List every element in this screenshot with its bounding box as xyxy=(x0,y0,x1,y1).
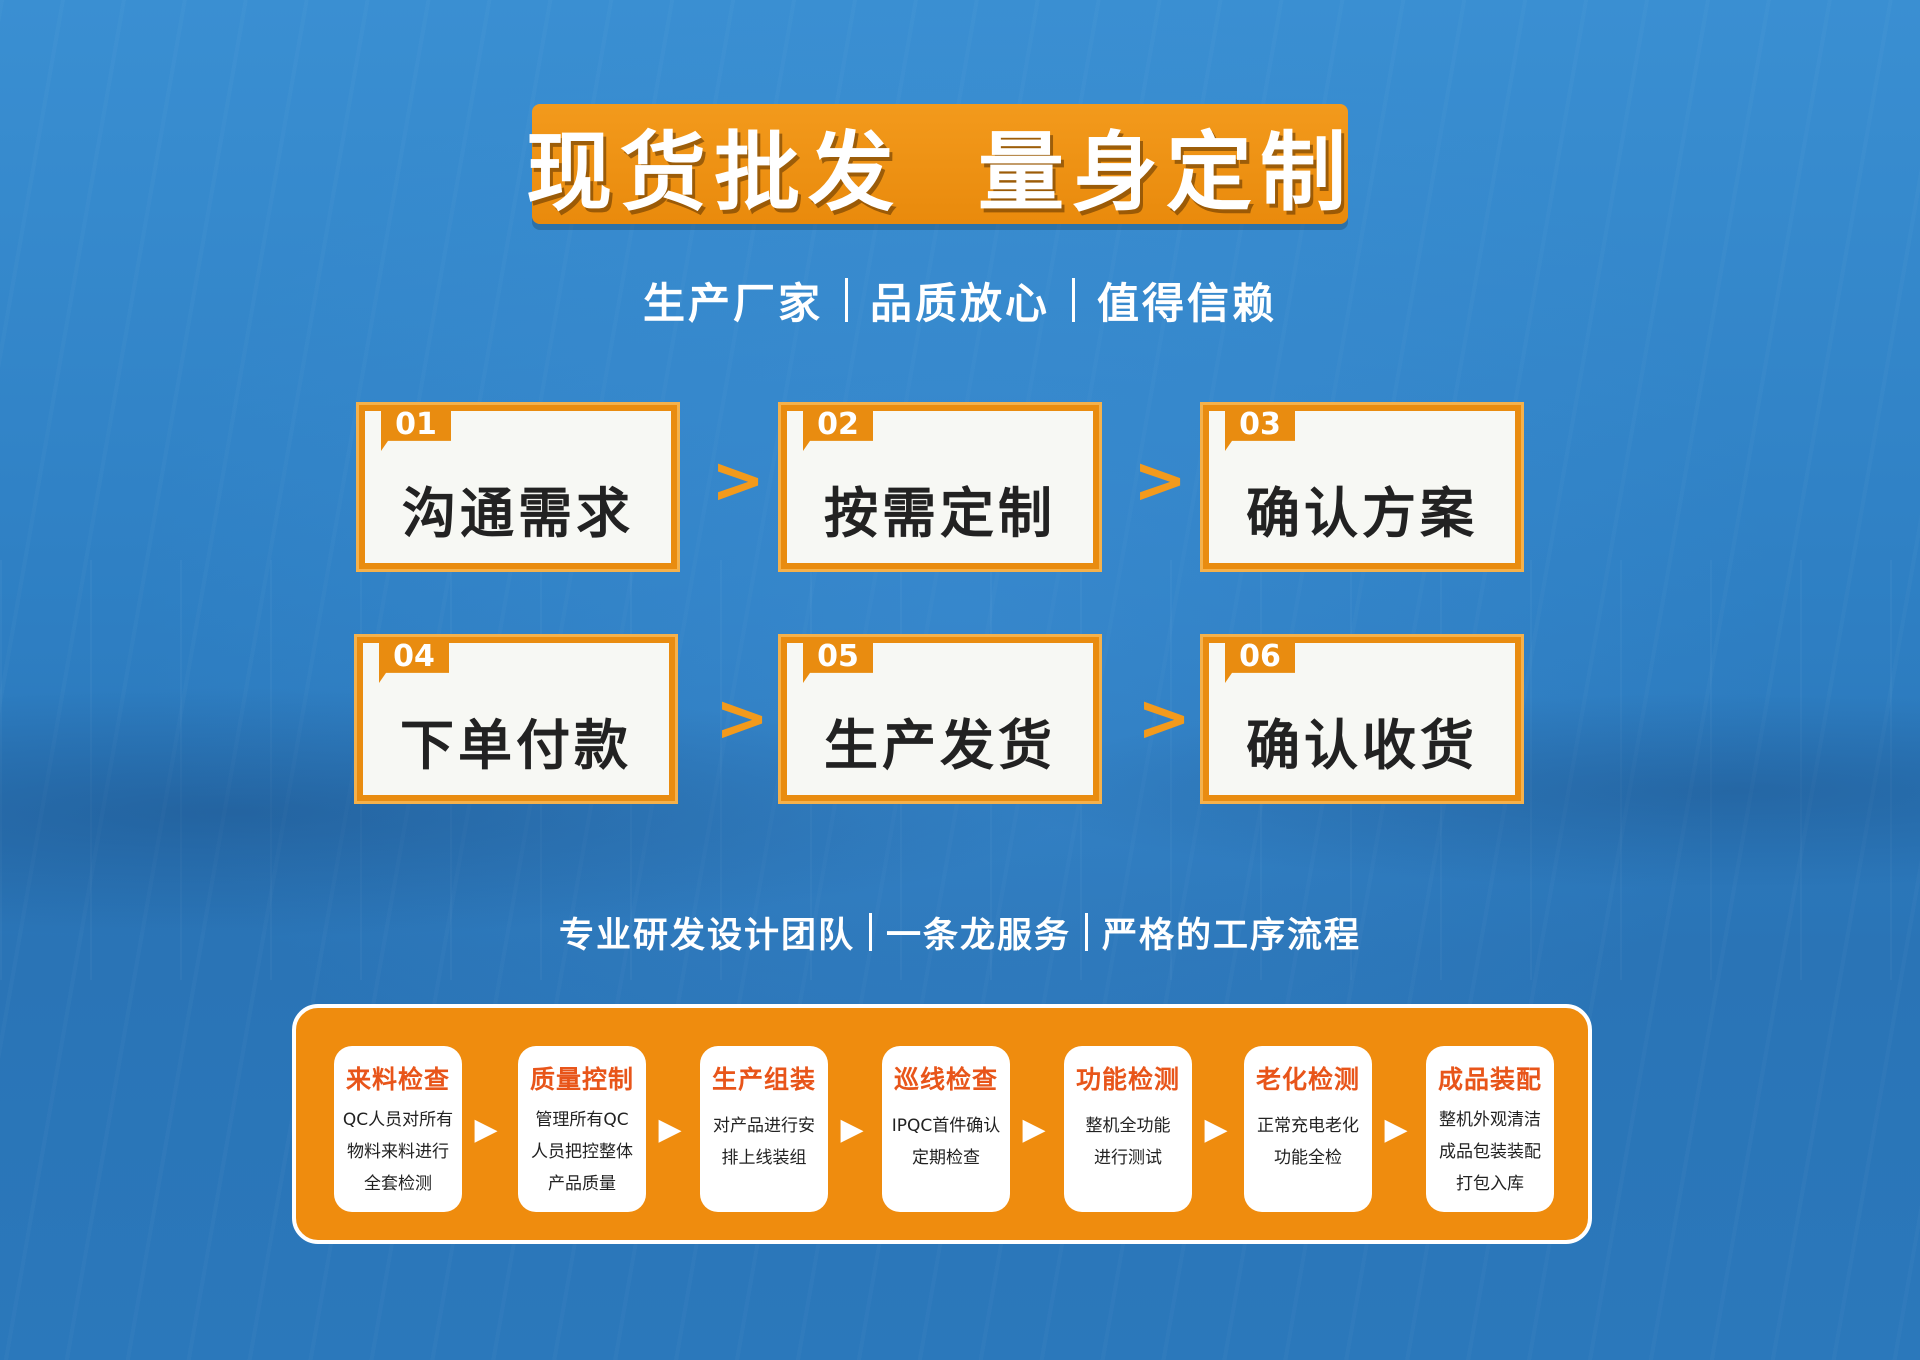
step-card-05: 05 生产发货 xyxy=(778,634,1102,804)
title-banner: 现货批发 量身定制 xyxy=(526,104,1348,224)
process-panel: 来料检查 QC人员对所有 物料来料进行 全套检测 ▶ 质量控制 管理所有QC 人… xyxy=(292,1004,1592,1244)
process-line: 人员把控整体 xyxy=(531,1142,633,1162)
process-arrow-icon: ▶ xyxy=(840,1112,864,1147)
process-arrow-icon: ▶ xyxy=(474,1112,498,1147)
process-description: 正常充电老化 功能全检 xyxy=(1244,1110,1372,1174)
tagline-item: 值得信赖 xyxy=(1097,278,1278,328)
process-line: IPQC首件确认 xyxy=(891,1116,1001,1136)
step-number-badge: 05 xyxy=(803,637,873,683)
process-line: 打包入库 xyxy=(1456,1174,1524,1194)
process-line: 进行测试 xyxy=(1094,1148,1162,1168)
process-description: 管理所有QC 人员把控整体 产品质量 xyxy=(518,1104,646,1200)
step-number-badge: 04 xyxy=(379,637,449,683)
tagline-divider xyxy=(1072,278,1075,322)
process-title: 成品装配 xyxy=(1437,1065,1542,1094)
process-title: 生产组装 xyxy=(711,1065,816,1094)
process-line: 整机全功能 xyxy=(1085,1116,1171,1136)
process-description: IPQC首件确认 定期检查 xyxy=(882,1110,1010,1174)
process-line: 全套检测 xyxy=(364,1174,432,1194)
step-arrow-icon: > xyxy=(711,444,765,518)
step-card-04: 04 下单付款 xyxy=(354,634,678,804)
sub-tagline-item: 严格的工序流程 xyxy=(1102,915,1362,956)
process-line: QC人员对所有 xyxy=(342,1110,454,1130)
sub-tagline: 专业研发设计团队 一条龙服务 严格的工序流程 xyxy=(0,904,1920,960)
step-card-03: 03 确认方案 xyxy=(1200,402,1524,572)
step-arrow-icon: > xyxy=(715,682,769,756)
process-line: 排上线装组 xyxy=(721,1148,807,1168)
process-line: 功能全检 xyxy=(1274,1148,1342,1168)
process-title: 来料检查 xyxy=(345,1065,450,1094)
sub-tagline-divider xyxy=(868,913,872,951)
process-card-final-assembly: 成品装配 整机外观清洁 成品包装装配 打包入库 xyxy=(1426,1046,1554,1212)
process-line: 产品质量 xyxy=(548,1174,616,1194)
process-line: 管理所有QC xyxy=(535,1110,629,1130)
step-arrow-icon: > xyxy=(1137,682,1191,756)
step-label: 按需定制 xyxy=(824,482,1056,545)
page-title: 现货批发 量身定制 xyxy=(526,122,1354,223)
process-description: 整机全功能 进行测试 xyxy=(1064,1110,1192,1174)
process-card-incoming-inspection: 来料检查 QC人员对所有 物料来料进行 全套检测 xyxy=(334,1046,462,1212)
step-number-badge: 03 xyxy=(1225,405,1295,451)
process-title: 老化检测 xyxy=(1255,1065,1360,1094)
step-card-06: 06 确认收货 xyxy=(1200,634,1524,804)
process-arrow-icon: ▶ xyxy=(658,1112,682,1147)
step-number-badge: 01 xyxy=(381,405,451,451)
step-label: 生产发货 xyxy=(824,714,1056,777)
tagline: 生产厂家 品质放心 值得信赖 xyxy=(0,270,1920,330)
process-card-assembly: 生产组装 对产品进行安 排上线装组 xyxy=(700,1046,828,1212)
step-arrow-icon: > xyxy=(1133,444,1187,518)
sub-tagline-item: 专业研发设计团队 xyxy=(558,915,855,956)
step-card-02: 02 按需定制 xyxy=(778,402,1102,572)
process-line: 对产品进行安 xyxy=(713,1116,815,1136)
process-card-function-test: 功能检测 整机全功能 进行测试 xyxy=(1064,1046,1192,1212)
process-line: 物料来料进行 xyxy=(347,1142,449,1162)
process-card-quality-control: 质量控制 管理所有QC 人员把控整体 产品质量 xyxy=(518,1046,646,1212)
process-line: 定期检查 xyxy=(912,1148,980,1168)
step-card-01: 01 沟通需求 xyxy=(356,402,680,572)
process-arrow-icon: ▶ xyxy=(1022,1112,1046,1147)
process-card-aging-test: 老化检测 正常充电老化 功能全检 xyxy=(1244,1046,1372,1212)
process-title: 质量控制 xyxy=(529,1065,634,1094)
sub-tagline-divider xyxy=(1085,913,1088,951)
step-number-badge: 06 xyxy=(1225,637,1295,683)
step-label: 确认收货 xyxy=(1246,714,1478,777)
tagline-item: 生产厂家 xyxy=(642,278,823,328)
process-description: 整机外观清洁 成品包装装配 打包入库 xyxy=(1426,1104,1554,1200)
process-arrow-icon: ▶ xyxy=(1204,1112,1228,1147)
tagline-divider xyxy=(844,278,848,322)
step-label: 确认方案 xyxy=(1246,482,1478,545)
step-number-badge: 02 xyxy=(803,405,873,451)
process-line: 成品包装装配 xyxy=(1439,1142,1541,1162)
process-description: 对产品进行安 排上线装组 xyxy=(700,1110,828,1174)
process-card-line-inspection: 巡线检查 IPQC首件确认 定期检查 xyxy=(882,1046,1010,1212)
tagline-item: 品质放心 xyxy=(869,278,1050,328)
process-title: 巡线检查 xyxy=(893,1065,998,1094)
process-line: 整机外观清洁 xyxy=(1439,1110,1541,1130)
process-line: 正常充电老化 xyxy=(1257,1116,1359,1136)
step-label: 下单付款 xyxy=(400,714,632,777)
sub-tagline-item: 一条龙服务 xyxy=(885,915,1071,956)
process-arrow-icon: ▶ xyxy=(1384,1112,1408,1147)
step-label: 沟通需求 xyxy=(402,482,634,545)
process-description: QC人员对所有 物料来料进行 全套检测 xyxy=(334,1104,462,1200)
process-title: 功能检测 xyxy=(1075,1065,1180,1094)
